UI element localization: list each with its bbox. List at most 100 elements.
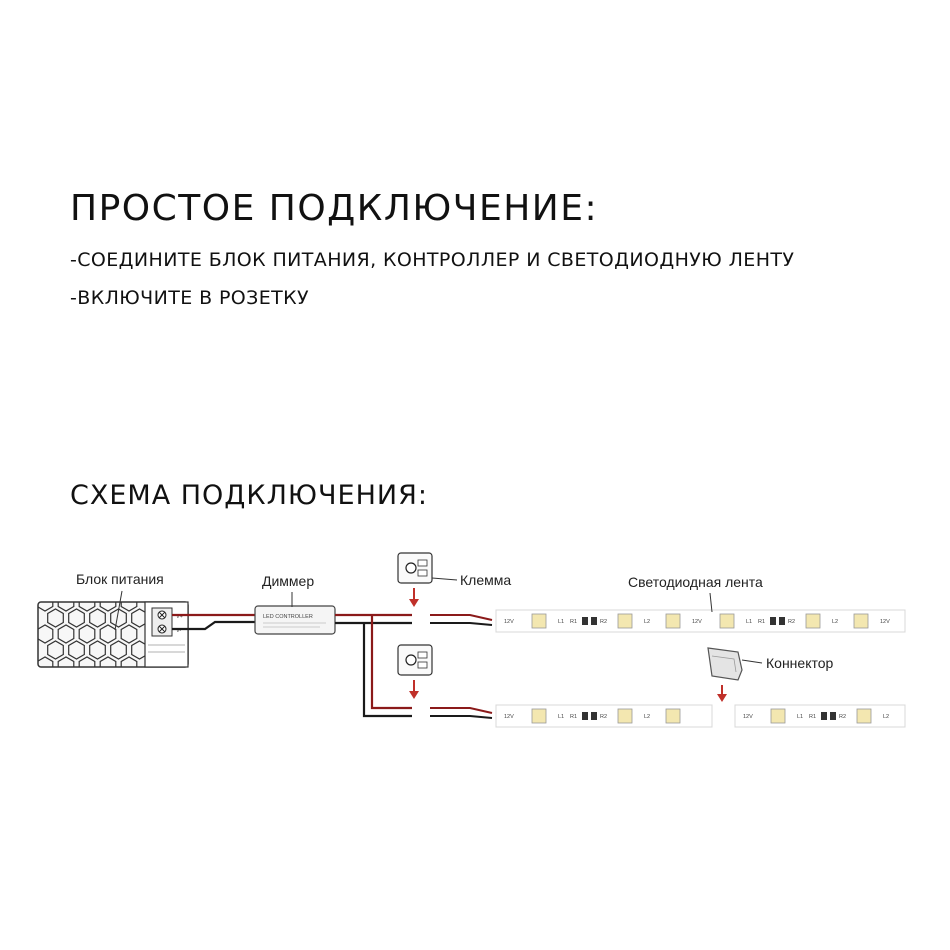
label-clamp: Клемма: [460, 572, 511, 588]
label-dimmer: Диммер: [262, 573, 314, 589]
resistor: [582, 617, 588, 625]
vent-hex: [48, 673, 64, 691]
vent-hex: [132, 673, 148, 691]
clamp-bottom: [397, 644, 433, 676]
led-chip: [617, 613, 633, 629]
vent-hex: [110, 640, 127, 660]
vent-hex: [78, 602, 96, 612]
vent-hex: [99, 656, 117, 667]
led-strip-bottom-left: 12V L1 R1 R2 L2: [495, 704, 713, 728]
strip-r1-mark: R1: [570, 714, 577, 720]
vent-hex: [57, 624, 75, 644]
strip-body: [734, 704, 906, 728]
vent-hex: [120, 656, 138, 667]
strip-r2-mark: R2: [600, 714, 607, 720]
strip-voltage-mark: 12V: [504, 714, 514, 720]
vent-hex: [47, 640, 64, 660]
strip-body: [495, 609, 906, 633]
resistor: [779, 617, 785, 625]
led-chip: [665, 708, 681, 724]
resistor: [770, 617, 776, 625]
strip-l2-mark: L2: [644, 714, 650, 720]
vent-hex: [69, 673, 85, 691]
label-led-strip: Светодиодная лента: [628, 574, 763, 590]
vent-hex: [57, 656, 75, 667]
pointer-connector: [741, 659, 763, 664]
resistor: [591, 712, 597, 720]
strip-l2-mark: L2: [883, 714, 889, 720]
vent-hex: [57, 602, 75, 612]
arrow-down-icon: [717, 685, 727, 702]
strip-leads: [430, 614, 493, 719]
strip-l1-mark: L1: [746, 619, 752, 625]
led-chip: [665, 613, 681, 629]
connector-part: [707, 647, 743, 681]
main-title: ПРОСТОЕ ПОДКЛЮЧЕНИЕ:: [70, 188, 599, 229]
led-chip: [617, 708, 633, 724]
resistor: [830, 712, 836, 720]
vent-hex: [110, 608, 127, 628]
wires-psu-to-dimmer: [172, 613, 255, 631]
vent-hex: [99, 624, 117, 644]
vent-hex: [38, 656, 54, 667]
step-connect: -СОЕДИНИТЕ БЛОК ПИТАНИЯ, КОНТРОЛЛЕР И СВ…: [70, 249, 795, 271]
led-chip: [805, 613, 821, 629]
vent-hex: [89, 640, 106, 660]
strip-l1-mark: L1: [797, 714, 803, 720]
vent-hex: [89, 608, 106, 628]
wires-dimmer-to-strips: [335, 613, 412, 718]
led-strip-bottom-right: 12V L1 R1 R2 L2: [734, 704, 906, 728]
pointer-power-supply: [114, 590, 123, 631]
vent-hex: [47, 608, 64, 628]
strip-r1-mark: R1: [758, 619, 765, 625]
strip-voltage-mark: 12V: [504, 619, 514, 625]
led-chip: [719, 613, 735, 629]
clamp-top: [397, 552, 433, 584]
label-power-supply: Блок питания: [76, 571, 164, 587]
psu-vent-grid: [38, 602, 148, 691]
led-chip: [853, 613, 869, 629]
strip-voltage-mark: 12V: [743, 714, 753, 720]
strip-l1-mark: L1: [558, 714, 564, 720]
strip-l2-mark: L2: [644, 619, 650, 625]
arrow-down-icon: [409, 680, 419, 699]
strip-r2-mark: R2: [788, 619, 795, 625]
strip-r2-mark: R2: [600, 619, 607, 625]
vent-hex: [38, 602, 54, 612]
vent-hex: [99, 602, 117, 612]
vent-hex: [78, 656, 96, 667]
led-chip: [531, 613, 547, 629]
psu-plus-mark: V+: [176, 614, 183, 620]
pointer-led-strip: [709, 592, 713, 613]
vent-hex: [68, 608, 85, 628]
strip-r2-mark: R2: [839, 714, 846, 720]
strip-voltage-mark: 12V: [692, 619, 702, 625]
strip-l2-mark: L2: [832, 619, 838, 625]
scheme-title: СХЕМА ПОДКЛЮЧЕНИЯ:: [70, 480, 428, 511]
step-plug-in: -ВКЛЮЧИТЕ В РОЗЕТКУ: [70, 287, 310, 309]
label-connector: Коннектор: [766, 655, 834, 671]
resistor: [582, 712, 588, 720]
led-strip-top: 12V L1 R1 R2 L2 12V L1 R1 R2 L2 12V: [495, 609, 906, 633]
vent-hex: [111, 673, 127, 691]
strip-r1-mark: R1: [570, 619, 577, 625]
led-chip: [531, 708, 547, 724]
strip-body: [495, 704, 713, 728]
arrow-down-icon: [409, 588, 419, 607]
vent-hex: [120, 602, 138, 612]
vent-hex: [68, 640, 85, 660]
dimmer-body-text: LED CONTROLLER: [263, 614, 313, 620]
vent-hex: [78, 624, 96, 644]
strip-r1-mark: R1: [809, 714, 816, 720]
resistor: [821, 712, 827, 720]
vent-hex: [38, 624, 54, 644]
power-supply: V+ V-: [37, 601, 189, 691]
vent-hex: [90, 673, 106, 691]
strip-l1-mark: L1: [558, 619, 564, 625]
strip-voltage-mark: 12V: [880, 619, 890, 625]
psu-minus-mark: V-: [176, 628, 181, 634]
pointer-clamp: [431, 577, 458, 581]
vent-hex: [120, 624, 138, 644]
dimmer-device: LED CONTROLLER: [254, 605, 336, 635]
